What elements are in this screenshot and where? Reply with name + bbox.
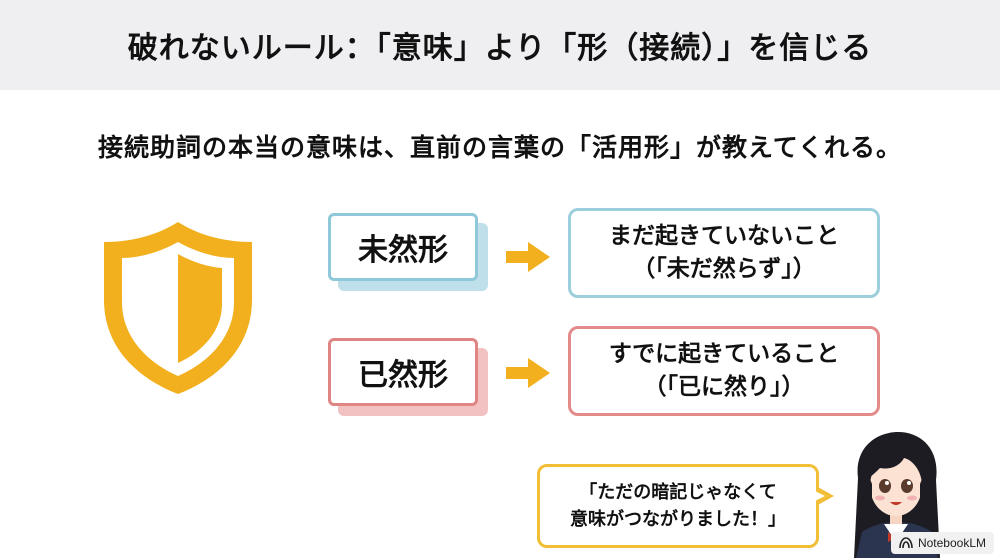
speech-bubble-tail-inner: [813, 490, 825, 502]
meaning-box-mizen: まだ起きていないこと （「未だ然らず」）: [568, 208, 880, 298]
speech-line: 意味がつながりました！」: [570, 509, 786, 530]
badge-label: NotebookLM: [917, 536, 986, 550]
title-bar: 破れないルール：「意味」より「形（接続）」を信じる: [0, 0, 1000, 90]
page-title: 破れないルール：「意味」より「形（接続）」を信じる: [127, 31, 873, 66]
form-card-izen: 已然形: [328, 338, 488, 416]
speech-bubble: 「ただの暗記じゃなくて 意味がつながりました！」: [537, 464, 819, 548]
notebooklm-badge: NotebookLM: [890, 532, 994, 554]
form-label-mizen: 未然形: [328, 213, 478, 281]
arrow-right-icon: [506, 242, 550, 272]
form-label-izen: 已然形: [328, 338, 478, 406]
speech-line: 「ただの暗記じゃなくて: [579, 482, 777, 503]
meaning-line: まだ起きていないこと: [609, 222, 839, 249]
arrow-right-icon: [506, 358, 550, 388]
form-card-mizen: 未然形: [328, 213, 488, 291]
subtitle: 接続助詞の本当の意味は、直前の言葉の「活用形」が教えてくれる。: [97, 133, 902, 162]
meaning-box-izen: すでに起きていること （「已に然り」）: [568, 326, 880, 416]
meaning-line: （「已に然り」）: [643, 374, 805, 400]
meaning-line: （「未だ然らず」）: [632, 256, 816, 282]
meaning-line: すでに起きていること: [608, 340, 840, 367]
shield-icon: [104, 222, 252, 394]
notebooklm-logo-icon: [899, 537, 913, 549]
